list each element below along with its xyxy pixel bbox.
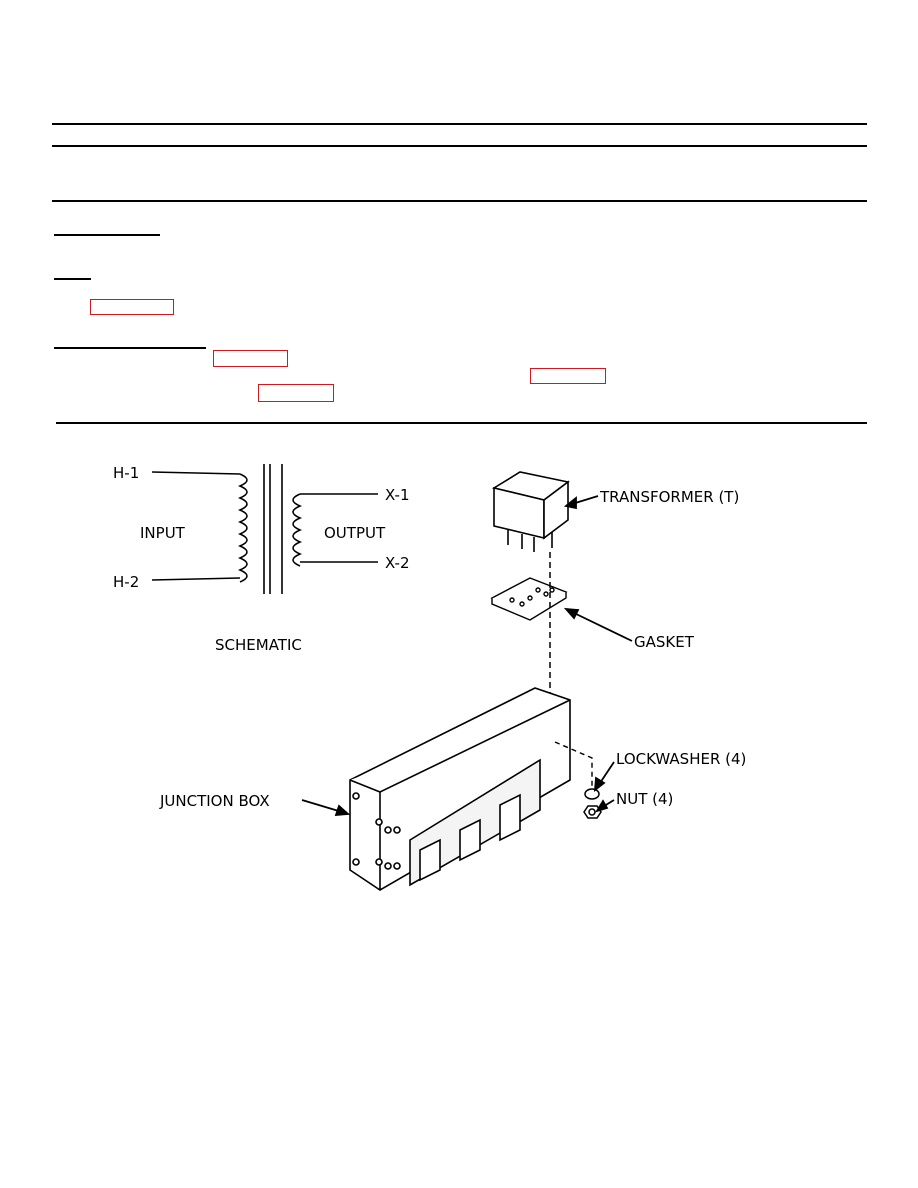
section-heading-underline — [54, 278, 91, 280]
callout-nut: NUT (4) — [616, 790, 673, 808]
transformer-part — [491, 471, 570, 552]
schematic-caption: SCHEMATIC — [215, 636, 302, 654]
lockwasher-part — [584, 788, 600, 800]
header-rule-middle — [52, 145, 867, 147]
label-h1: H-1 — [113, 464, 139, 482]
section-divider — [56, 422, 867, 424]
callout-transformer: TRANSFORMER (T) — [599, 488, 739, 506]
junction-box-part — [349, 687, 571, 891]
schematic — [151, 464, 378, 594]
reference-link[interactable] — [213, 350, 288, 367]
reference-link[interactable] — [258, 384, 334, 402]
label-input: INPUT — [140, 524, 186, 542]
label-x2: X-2 — [385, 554, 410, 572]
label-h2: H-2 — [113, 573, 139, 591]
header-rule-bottom — [52, 200, 867, 202]
callout-arrows — [301, 495, 633, 817]
label-output: OUTPUT — [324, 524, 386, 542]
callout-lockwasher: LOCKWASHER (4) — [616, 750, 746, 768]
gasket-part — [490, 577, 568, 621]
reference-link[interactable] — [530, 368, 606, 384]
nut-part — [583, 805, 602, 819]
section-heading-underline — [54, 347, 206, 349]
label-x1: X-1 — [385, 486, 410, 504]
section-heading-underline — [54, 234, 160, 236]
reference-link[interactable] — [90, 299, 174, 315]
callout-junction-box: JUNCTION BOX — [159, 792, 270, 810]
callout-gasket: GASKET — [634, 633, 695, 651]
header-rule-top — [52, 123, 867, 125]
